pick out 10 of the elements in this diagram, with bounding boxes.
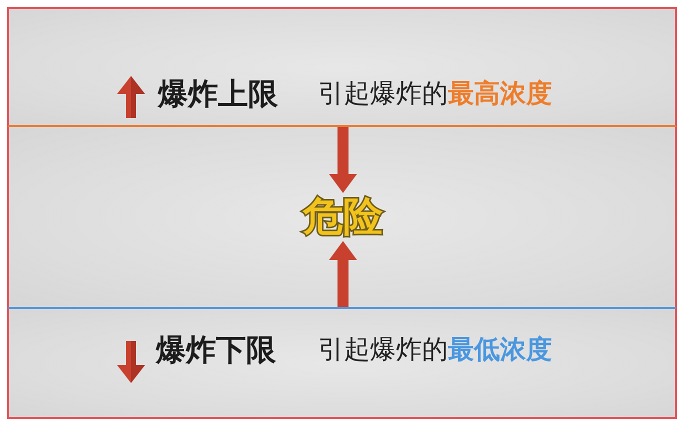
arrow — [329, 127, 357, 193]
arrow — [329, 241, 357, 307]
danger-label: 危险 — [303, 193, 383, 241]
limit-description: 引起爆炸的最高浓度 — [318, 79, 552, 110]
band — [7, 307, 677, 419]
limit-title: 爆炸下限 — [156, 333, 276, 369]
limit-description: 引起爆炸的最低浓度 — [318, 335, 552, 366]
band — [7, 127, 677, 307]
limit-title: 爆炸上限 — [158, 77, 278, 113]
band — [7, 7, 677, 127]
